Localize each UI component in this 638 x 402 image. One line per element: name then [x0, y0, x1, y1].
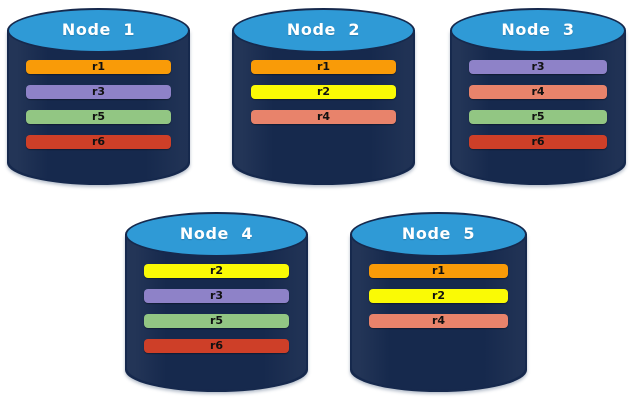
replica-list: r1 r2 r4 [350, 264, 527, 328]
replica-list: r1 r3 r5 r6 [7, 60, 190, 149]
replica-bar-r6[interactable]: r6 [26, 135, 171, 149]
cylinder-top-ellipse: Node 3 [450, 8, 626, 53]
replica-bar-r4[interactable]: r4 [369, 314, 508, 328]
replica-label: r4 [316, 110, 331, 123]
replica-label: r1 [431, 264, 446, 277]
replica-bar-r5[interactable]: r5 [469, 110, 607, 124]
replica-label: r2 [209, 264, 224, 277]
replica-list: r2 r3 r5 r6 [125, 264, 308, 353]
replica-bar-r1[interactable]: r1 [369, 264, 508, 278]
node-title: Node 5 [401, 223, 476, 243]
cylinder-top-ellipse: Node 4 [125, 212, 308, 257]
replica-bar-r4[interactable]: r4 [469, 85, 607, 99]
database-node-5[interactable]: r1 r2 r4 Node 5 [350, 212, 527, 392]
replica-label: r5 [91, 110, 106, 123]
replica-list: r3 r4 r5 r6 [450, 60, 626, 149]
database-node-4[interactable]: r2 r3 r5 r6 Node 4 [125, 212, 308, 392]
replica-bar-r6[interactable]: r6 [469, 135, 607, 149]
replica-bar-r2[interactable]: r2 [251, 85, 396, 99]
node-title: Node 1 [61, 19, 136, 39]
replica-label: r5 [531, 110, 545, 123]
replica-bar-r4[interactable]: r4 [251, 110, 396, 124]
replica-bar-r2[interactable]: r2 [369, 289, 508, 303]
replica-label: r3 [209, 289, 224, 302]
database-node-3[interactable]: r3 r4 r5 r6 Node 3 [450, 8, 626, 185]
replica-label: r3 [531, 60, 545, 73]
replica-label: r4 [431, 314, 446, 327]
replica-bar-r3[interactable]: r3 [469, 60, 607, 74]
replica-bar-r6[interactable]: r6 [144, 339, 289, 353]
replica-label: r2 [316, 85, 331, 98]
replica-bar-r3[interactable]: r3 [144, 289, 289, 303]
replica-label: r1 [316, 60, 331, 73]
replica-label: r3 [91, 85, 106, 98]
replica-label: r6 [209, 339, 224, 352]
replica-bar-r5[interactable]: r5 [26, 110, 171, 124]
replica-bar-r1[interactable]: r1 [251, 60, 396, 74]
replica-label: r5 [209, 314, 224, 327]
replica-label: r6 [91, 135, 106, 148]
cylinder-top-ellipse: Node 5 [350, 212, 527, 257]
cylinder-top-ellipse: Node 1 [7, 8, 190, 53]
replica-bar-r2[interactable]: r2 [144, 264, 289, 278]
replica-label: r1 [91, 60, 106, 73]
node-title: Node 3 [501, 19, 575, 39]
replica-bar-r1[interactable]: r1 [26, 60, 171, 74]
replica-label: r2 [431, 289, 446, 302]
replica-label: r4 [531, 85, 545, 98]
database-node-1[interactable]: r1 r3 r5 r6 Node 1 [7, 8, 190, 185]
replica-label: r6 [531, 135, 545, 148]
node-title: Node 4 [179, 223, 254, 243]
replica-bar-r5[interactable]: r5 [144, 314, 289, 328]
database-node-2[interactable]: r1 r2 r4 Node 2 [232, 8, 415, 185]
replica-list: r1 r2 r4 [232, 60, 415, 124]
replica-bar-r3[interactable]: r3 [26, 85, 171, 99]
node-title: Node 2 [286, 19, 361, 39]
cylinder-top-ellipse: Node 2 [232, 8, 415, 53]
